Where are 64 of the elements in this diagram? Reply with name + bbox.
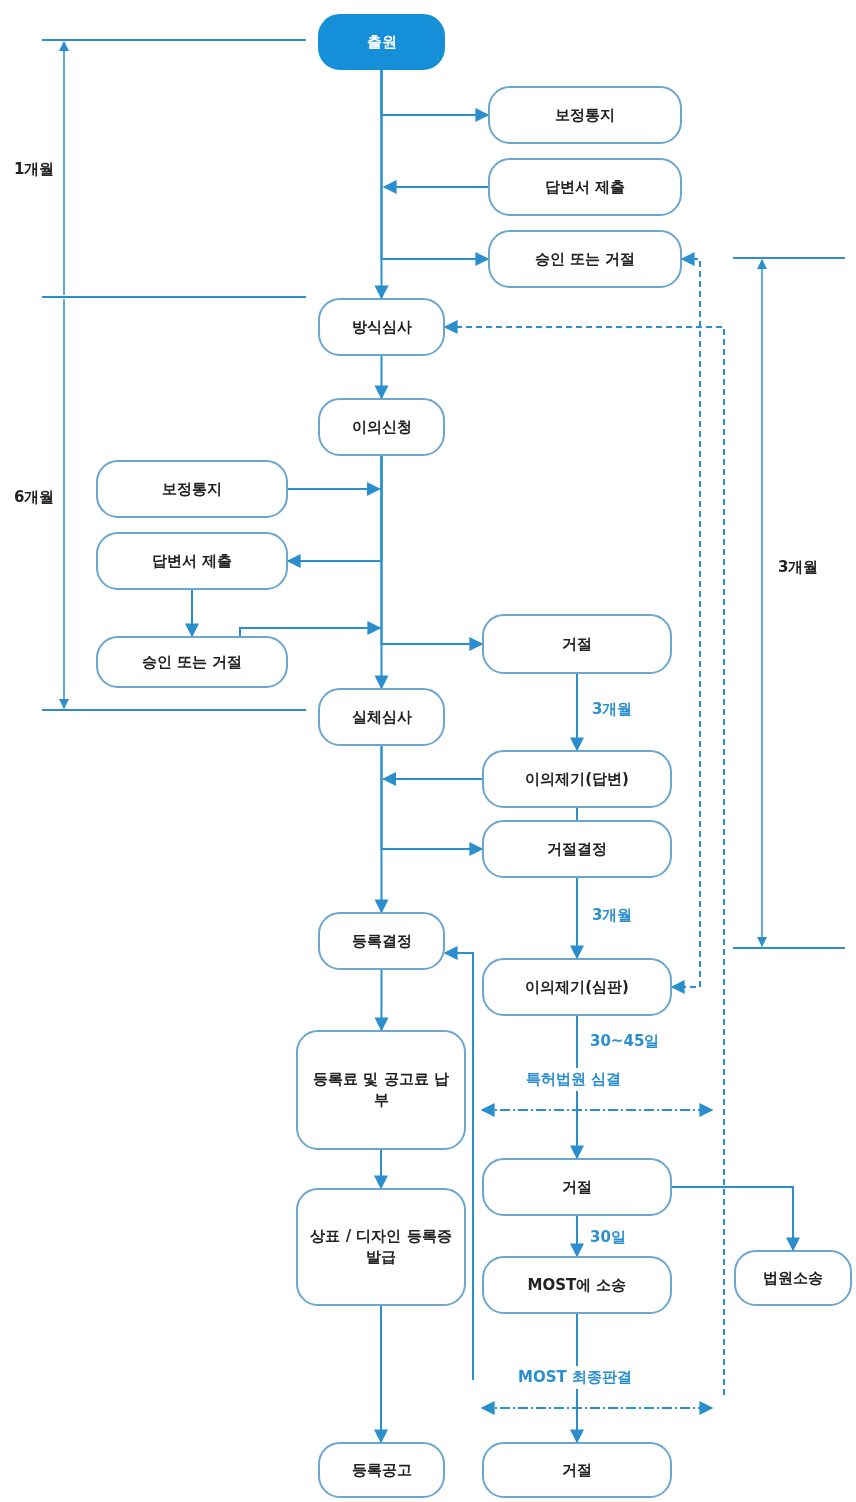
arrow <box>570 877 584 960</box>
node-label: 이의신청 <box>351 416 412 438</box>
process-box <box>482 1158 672 1216</box>
arrow <box>382 772 483 786</box>
process-box <box>296 1030 466 1150</box>
node-label: 승인 또는 거절 <box>141 651 243 673</box>
node-label: MOST에 소송 <box>527 1274 627 1296</box>
arrow <box>382 180 489 194</box>
process-box <box>482 1442 672 1498</box>
process-box <box>482 820 672 878</box>
process-box <box>96 636 288 688</box>
arrow <box>374 969 389 1032</box>
node-label: 승인 또는 거절 <box>534 248 636 270</box>
arrow <box>374 1149 388 1190</box>
node-label: 거절결정 <box>547 838 607 860</box>
arrow <box>287 482 381 496</box>
node-label: 이의제기(심판) <box>525 976 629 998</box>
node-label: 보정통지 <box>555 104 615 126</box>
node-label: 거절 <box>562 1176 592 1198</box>
arrow <box>570 1215 584 1258</box>
node-label: 방식심사 <box>351 316 412 338</box>
process-box <box>318 398 445 456</box>
process-box <box>482 750 672 808</box>
arrow <box>443 946 474 1381</box>
arrow <box>443 320 725 1396</box>
node-label: 등록료 및 공고료 납부 <box>312 1069 450 1111</box>
arrow <box>671 1186 800 1252</box>
start-box <box>318 14 445 70</box>
arrow <box>570 673 584 752</box>
node-label: 보정통지 <box>162 478 222 500</box>
process-box <box>488 158 682 216</box>
node-label: 등록결정 <box>351 930 412 952</box>
arrow <box>374 745 389 914</box>
node-label: 실체심사 <box>351 706 412 728</box>
process-box <box>296 1188 466 1306</box>
node-label: 상표 / 디자인 등록증 발급 <box>310 1226 452 1268</box>
process-box <box>318 912 445 970</box>
arrow <box>670 252 701 994</box>
process-box <box>482 614 672 674</box>
node-label: 출원 <box>366 31 397 53</box>
arrow <box>185 589 199 638</box>
process-box <box>318 298 445 356</box>
node-label: 거절 <box>562 1459 592 1481</box>
process-box <box>482 1256 672 1314</box>
node-label: 등록공고 <box>351 1459 412 1481</box>
process-box <box>96 460 288 518</box>
arrow <box>374 1305 388 1444</box>
node-label: 법원소송 <box>763 1267 823 1289</box>
arrow <box>374 355 389 400</box>
node-label: 이의제기(답변) <box>525 768 629 790</box>
process-box <box>318 1442 445 1498</box>
node-label: 답변서 제출 <box>544 176 626 198</box>
process-box <box>488 86 682 144</box>
process-box <box>734 1250 852 1306</box>
process-box <box>482 958 672 1016</box>
process-box <box>488 230 682 288</box>
process-box <box>318 688 445 746</box>
arrow <box>374 69 389 300</box>
node-label: 답변서 제출 <box>151 550 233 572</box>
label: MOST 최종판결 <box>516 1366 634 1389</box>
process-box <box>96 532 288 590</box>
node-label: 거절 <box>562 633 592 655</box>
arrow <box>239 621 382 637</box>
arrow <box>374 455 389 690</box>
